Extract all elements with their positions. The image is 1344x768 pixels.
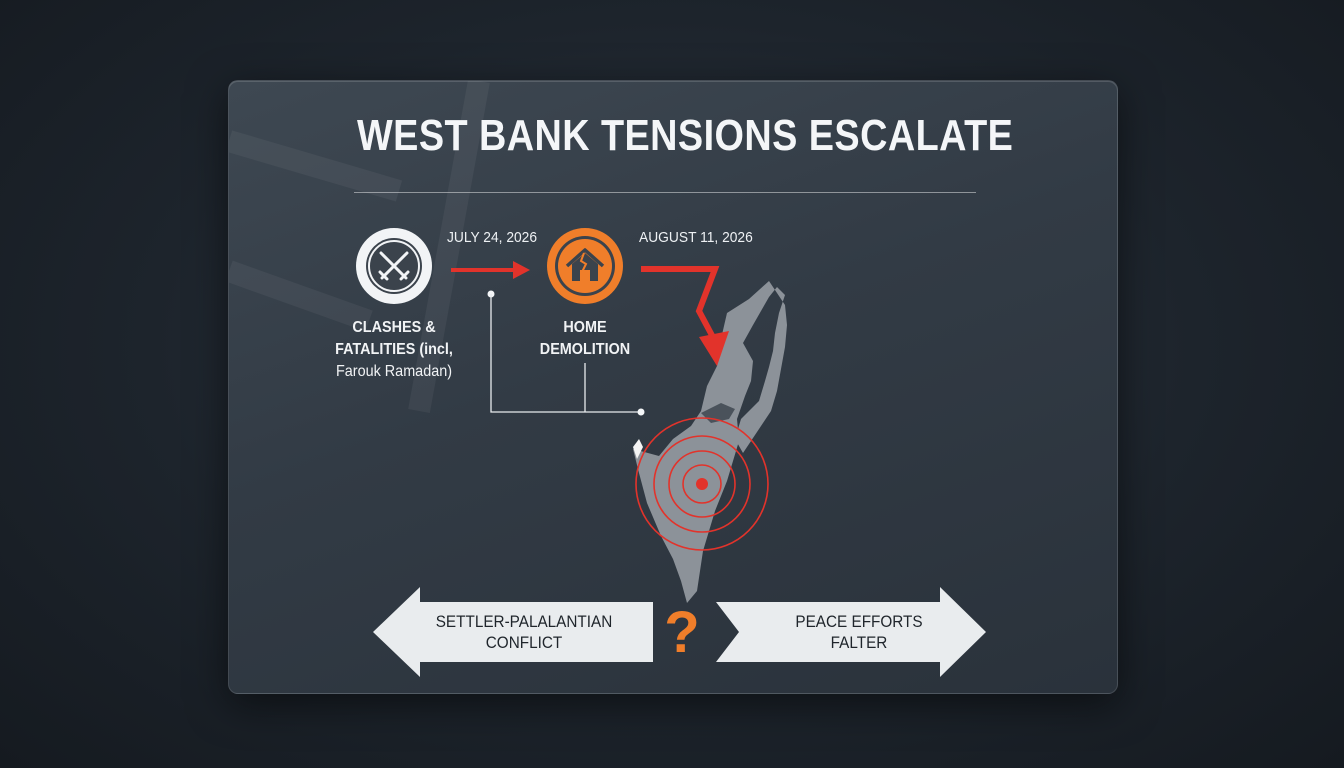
left-outcome-line: CONFLICT: [485, 633, 563, 652]
clashes-label-line: CLASHES &: [352, 319, 436, 336]
clashes-label-line: Farouk Ramadan): [335, 363, 453, 380]
escalation-arrow: [641, 266, 720, 343]
left-outcome-label: SETTLER-PALALANTIAN CONFLICT: [430, 611, 619, 653]
connector-node: [637, 408, 645, 416]
region-map: [633, 281, 787, 603]
infographic-panel: WEST BANK TENSIONS ESCALATE JULY 24, 202…: [228, 80, 1118, 694]
ripple-ring: [653, 435, 751, 533]
crossed-swords-icon: [366, 238, 422, 294]
demolition-badge: [547, 228, 623, 304]
right-outcome-line: PEACE EFFORTS: [795, 612, 923, 631]
clashes-label-line: FATALITIES (incl,: [335, 341, 453, 358]
connector-line: [490, 294, 640, 413]
ripple-ring: [635, 417, 769, 551]
title-divider: [354, 192, 976, 193]
demolition-label: HOME DEMOLITION: [531, 317, 639, 361]
coast-marker: [633, 439, 643, 459]
epicenter-dot: [696, 478, 708, 490]
ripple-ring: [668, 450, 736, 518]
question-mark: ?: [664, 600, 700, 665]
clashes-label: CLASHES & FATALITIES (incl, Farouk Ramad…: [327, 317, 462, 383]
background-decoration: [229, 81, 490, 413]
ripple-ring: [682, 464, 722, 504]
event-date: JULY 24, 2026: [447, 229, 538, 246]
damaged-house-icon: [555, 236, 615, 296]
left-outcome-line: SETTLER-PALALANTIAN: [435, 612, 613, 631]
timeline-arrowhead: [513, 261, 530, 279]
left-outcome-arrow: [373, 587, 653, 677]
page-title: WEST BANK TENSIONS ESCALATE: [357, 111, 1014, 160]
map-and-connectors: [373, 261, 986, 677]
right-outcome-arrow: [716, 587, 986, 677]
demolition-label-line: HOME: [563, 319, 607, 336]
clashes-badge: [356, 228, 432, 304]
right-outcome-line: FALTER: [830, 633, 888, 652]
event-date: AUGUST 11, 2026: [639, 229, 753, 246]
demolition-label-line: DEMOLITION: [539, 341, 631, 358]
right-outcome-label: PEACE EFFORTS FALTER: [760, 611, 958, 653]
escalation-arrowhead: [699, 331, 729, 366]
